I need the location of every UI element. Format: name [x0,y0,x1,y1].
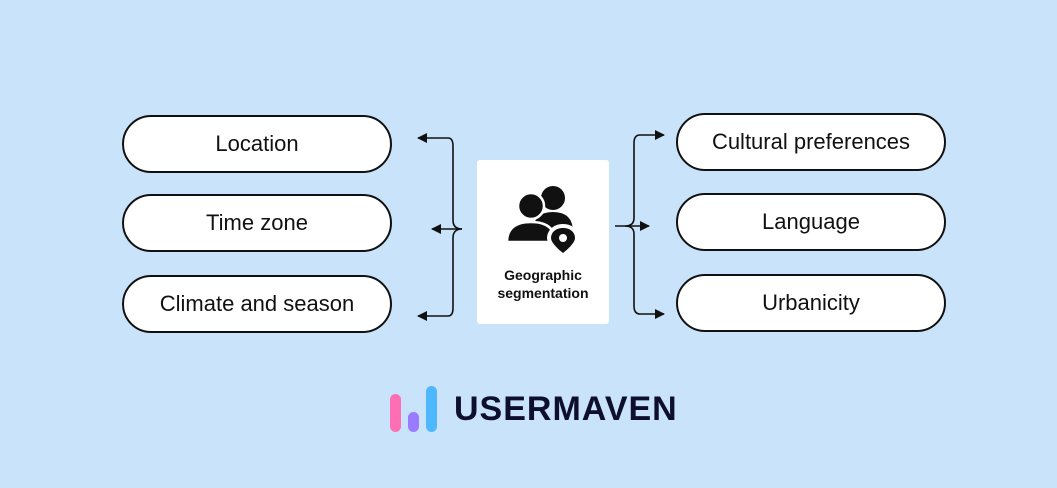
center-label: Geographic segmentation [497,267,589,301]
left-brace [447,137,463,317]
node-climate-and-season: Climate and season [122,275,392,333]
node-time-zone: Time zone [122,194,392,252]
usermaven-logo-icon [390,386,437,432]
center-node-geographic-segmentation: Geographic segmentation [477,160,609,324]
right-brace [624,134,641,315]
usermaven-logo: USERMAVEN [388,384,678,434]
people-location-pin-icon [505,186,579,258]
node-location: Location [122,115,392,173]
brand-name: USERMAVEN [454,389,678,428]
node-language: Language [676,193,946,251]
node-cultural-preferences: Cultural preferences [676,113,946,171]
node-urbanicity: Urbanicity [676,274,946,332]
